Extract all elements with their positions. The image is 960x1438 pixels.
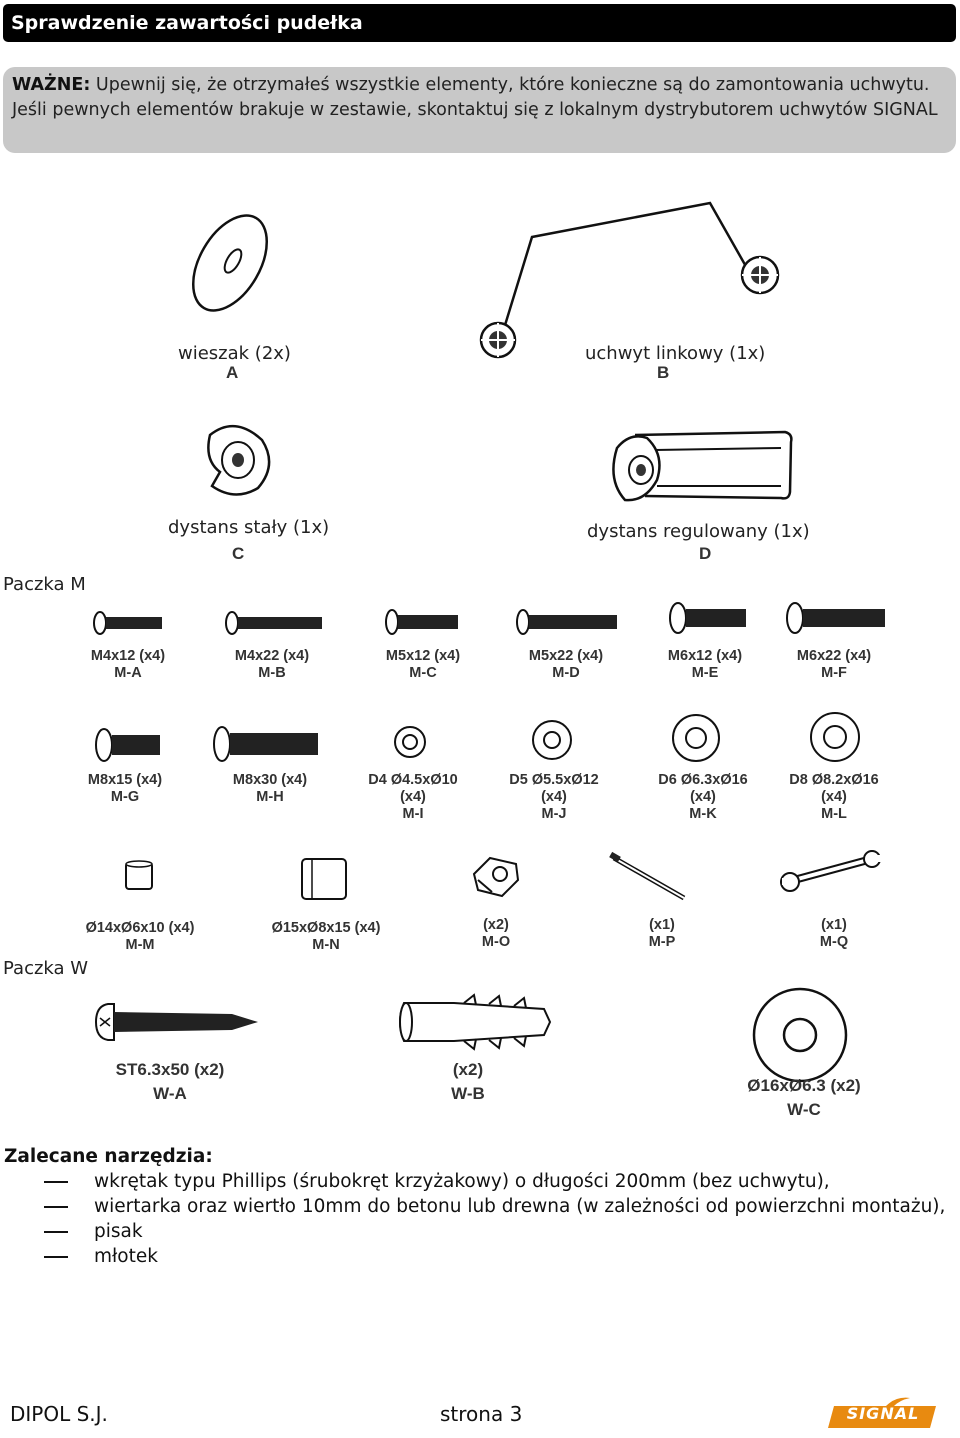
list-item: młotek [4, 1244, 954, 1269]
part-w-c: Ø16xØ6.3 (x2)W-C [747, 1076, 861, 1119]
screw-m4x12-drawing [93, 611, 162, 635]
part-a-label: wieszak (2x) [178, 343, 291, 364]
part-m-c: M5x12 (x4)M-C [385, 648, 461, 681]
package-w-label: Paczka W [3, 958, 89, 979]
screw-m5x12-drawing [385, 609, 458, 635]
part-m-p: (x1)M-P [648, 917, 676, 950]
adjustable-spacer-drawing [612, 430, 793, 502]
wall-plug-drawing [399, 993, 552, 1051]
screw-m4x22-drawing [225, 611, 322, 635]
part-m-b: M4x22 (x4)M-B [234, 648, 310, 681]
cable-bracket-drawing [479, 201, 780, 359]
part-m-q: (x1)M-Q [819, 917, 849, 950]
washer-d5-drawing [532, 720, 572, 760]
footer-page-number: strona 3 [440, 1402, 523, 1426]
washer-d6-drawing [672, 714, 720, 762]
part-m-d: M5x22 (x4)M-D [528, 648, 604, 681]
part-c-label: dystans stały (1x) [168, 517, 330, 538]
screw-m8x30-drawing [213, 726, 318, 762]
list-item: wiertarka oraz wiertło 10mm do betonu lu… [4, 1194, 954, 1219]
part-c-code: C [232, 544, 245, 563]
part-m-g: M8x15 (x4)M-G [87, 772, 163, 805]
tools-heading: Zalecane narzędzia: [4, 1146, 213, 1167]
footer-company: DIPOL S.J. [10, 1402, 108, 1426]
fixed-spacer-drawing [207, 425, 271, 496]
part-m-o: (x2)M-O [481, 917, 511, 950]
part-a-code: A [226, 363, 239, 382]
screw-m5x22-drawing [516, 609, 617, 635]
large-washer-drawing [752, 987, 848, 1083]
wrench-drawing [780, 850, 882, 892]
part-d-label: dystans regulowany (1x) [587, 521, 810, 542]
package-m-label: Paczka M [3, 574, 86, 595]
part-m-i: D4 Ø4.5xØ10(x4)M-I [368, 772, 458, 822]
part-m-e: M6x12 (x4)M-E [667, 648, 743, 681]
part-b-code: B [657, 363, 670, 382]
part-m-l: D8 Ø8.2xØ16(x4)M-L [789, 772, 879, 822]
part-m-m: Ø14xØ6x10 (x4)M-M [85, 920, 195, 953]
hanger-washer-drawing [191, 214, 269, 312]
page-title: Sprawdzenie zawartości pudełka [3, 4, 956, 42]
allen-key-drawing [609, 851, 686, 901]
part-m-h: M8x30 (x4)M-H [232, 772, 308, 805]
part-m-j: D5 Ø5.5xØ12(x4)M-J [509, 772, 599, 822]
screw-m8x15-drawing [95, 728, 160, 762]
signal-logo: SIGNAL [826, 1396, 940, 1432]
tools-list: wkrętak typu Phillips (śrubokręt krzyżak… [4, 1169, 954, 1269]
wood-screw-drawing [94, 1003, 258, 1041]
screw-m6x22-drawing [786, 602, 885, 634]
part-m-k: D6 Ø6.3xØ16(x4)M-K [658, 772, 748, 822]
part-m-f: M6x22 (x4)M-F [796, 648, 872, 681]
washer-d4-drawing [394, 726, 426, 758]
part-w-a: ST6.3x50 (x2)W-A [115, 1060, 225, 1103]
part-m-a: M4x12 (x4)M-A [90, 648, 166, 681]
notice-text: Upewnij się, że otrzymałeś wszystkie ele… [12, 75, 938, 120]
signal-logo-shape [828, 1397, 936, 1428]
spacer-15x8x15-drawing [301, 858, 347, 900]
list-item: wkrętak typu Phillips (śrubokręt krzyżak… [4, 1169, 954, 1194]
washer-d8-drawing [810, 712, 860, 762]
recommended-tools: Zalecane narzędzia: wkrętak typu Phillip… [4, 1144, 954, 1269]
part-b-label: uchwyt linkowy (1x) [585, 343, 766, 364]
part-d-code: D [699, 544, 712, 563]
screw-m6x12-drawing [669, 602, 746, 634]
notice-box: WAŻNE: Upewnij się, że otrzymałeś wszyst… [3, 67, 956, 153]
cable-clamp-drawing [472, 856, 520, 898]
part-m-n: Ø15xØ8x15 (x4)M-N [271, 920, 381, 953]
list-item: pisak [4, 1219, 954, 1244]
notice-label: WAŻNE: [12, 75, 91, 95]
signal-logo-text: SIGNAL [846, 1404, 920, 1423]
part-w-b: (x2)W-B [451, 1060, 485, 1103]
spacer-14x6x10-drawing [125, 860, 153, 890]
